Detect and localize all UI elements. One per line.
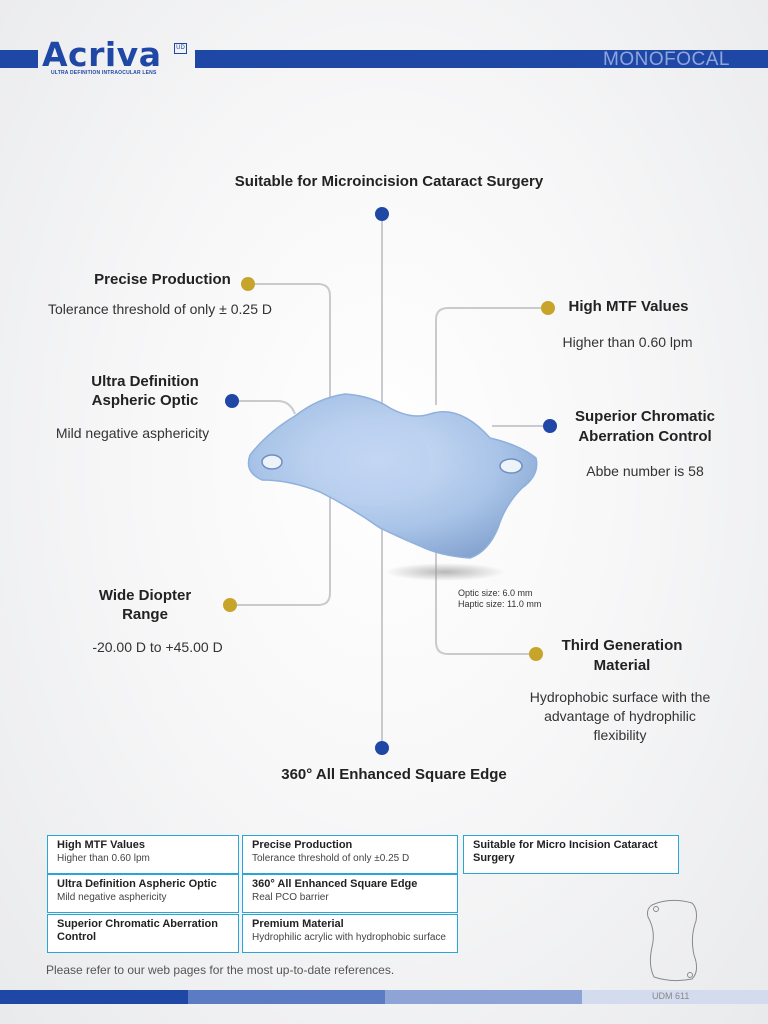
feature-material-title-line1: Third Generation bbox=[561, 637, 683, 654]
summary-box-title: Premium Material bbox=[252, 918, 344, 930]
feature-mtf-title: High MTF Values bbox=[568, 298, 689, 315]
diopter-connector bbox=[230, 480, 331, 606]
header-bar-left bbox=[0, 50, 38, 68]
material-dot bbox=[529, 647, 543, 661]
summary-box-desc: Tolerance threshold of only ±0.25 D bbox=[252, 853, 410, 864]
footnote: Please refer to our web pages for the mo… bbox=[46, 963, 395, 977]
material-connector bbox=[435, 545, 536, 655]
summary-box-desc: Hydrophilic acrylic with hydrophobic sur… bbox=[252, 932, 446, 943]
summary-box-precise: Precise Production Tolerance threshold o… bbox=[242, 835, 458, 874]
top-dot bbox=[375, 207, 389, 221]
diopter-dot bbox=[223, 598, 237, 612]
feature-microincision-title: Suitable for Microincision Cataract Surg… bbox=[234, 173, 544, 190]
feature-diopter-desc: -20.00 D to +45.00 D bbox=[92, 639, 223, 655]
summary-box-edge: 360° All Enhanced Square Edge Real PCO b… bbox=[242, 874, 458, 913]
feature-material-desc-line2: advantage of hydrophilic bbox=[544, 708, 696, 724]
footer-bar-2 bbox=[188, 990, 385, 1004]
summary-box-mtf: High MTF Values Higher than 0.60 lpm bbox=[47, 835, 239, 874]
aspheric-connector bbox=[232, 400, 296, 415]
summary-box-desc: Real PCO barrier bbox=[252, 892, 329, 903]
feature-diopter-title-line2: Range bbox=[122, 606, 168, 623]
brand-tagline: ULTRA DEFINITION INTRAOCULAR LENS bbox=[51, 70, 157, 76]
summary-box-title: Superior Chromatic Aberration bbox=[57, 918, 218, 930]
feature-chromatic-title-line1: Superior Chromatic bbox=[574, 408, 716, 425]
haptic-size-note: Haptic size: 11.0 mm bbox=[458, 599, 542, 609]
summary-box-title: Suitable for Micro Incision Cataract bbox=[473, 839, 658, 851]
header-bar-right bbox=[195, 50, 768, 68]
summary-box-title-cont: Control bbox=[57, 931, 97, 943]
precise-connector bbox=[248, 283, 331, 400]
connector-lines bbox=[230, 214, 550, 748]
feature-material-desc-line1: Hydrophobic surface with the bbox=[529, 689, 711, 705]
lens-optic bbox=[314, 418, 430, 506]
feature-mtf-desc: Higher than 0.60 lpm bbox=[562, 334, 693, 350]
summary-box-title: Precise Production bbox=[252, 839, 353, 851]
feature-precise-desc: Tolerance threshold of only ± 0.25 D bbox=[47, 301, 273, 317]
summary-box-title-cont: Surgery bbox=[473, 852, 515, 864]
summary-box-aspheric: Ultra Definition Aspheric Optic Mild neg… bbox=[47, 874, 239, 913]
summary-box-material: Premium Material Hydrophilic acrylic wit… bbox=[242, 914, 458, 953]
mtf-dot bbox=[541, 301, 555, 315]
lens-shadow bbox=[385, 563, 505, 581]
mtf-connector bbox=[435, 307, 548, 405]
feature-diopter-title-line1: Wide Diopter bbox=[98, 587, 192, 604]
footer-bar-4 bbox=[582, 990, 768, 1004]
lens-outline-icon bbox=[647, 899, 698, 982]
haptic-hole-left bbox=[261, 454, 283, 470]
footer-bar-3 bbox=[385, 990, 582, 1004]
brand-logo: Acriva bbox=[42, 35, 162, 74]
feature-material-title-line2: Material bbox=[593, 657, 651, 674]
feature-aspheric-title-line1: Ultra Definition bbox=[91, 373, 199, 390]
feature-aspheric-title-line2: Aspheric Optic bbox=[91, 392, 199, 409]
summary-box-title: High MTF Values bbox=[57, 839, 146, 851]
document-code: UDM 611 bbox=[652, 991, 690, 1001]
precise-dot bbox=[241, 277, 255, 291]
feature-edge-title: 360° All Enhanced Square Edge bbox=[281, 766, 507, 783]
summary-box-title: 360° All Enhanced Square Edge bbox=[252, 878, 418, 890]
summary-box-microincision: Suitable for Micro Incision Cataract Sur… bbox=[463, 835, 679, 874]
chromatic-dot bbox=[543, 419, 557, 433]
footer-bar-1 bbox=[0, 990, 188, 1004]
category-label: MONOFOCAL bbox=[603, 49, 730, 70]
haptic-hole-right bbox=[499, 458, 523, 474]
optic-size-note: Optic size: 6.0 mm bbox=[458, 588, 533, 598]
aspheric-dot bbox=[225, 394, 239, 408]
feature-precise-title: Precise Production bbox=[94, 271, 231, 288]
summary-box-title: Ultra Definition Aspheric Optic bbox=[57, 878, 217, 890]
summary-box-desc: Mild negative asphericity bbox=[57, 892, 167, 903]
brand-mark: UD bbox=[174, 43, 187, 54]
feature-chromatic-title-line2: Aberration Control bbox=[578, 428, 712, 445]
summary-box-chromatic: Superior Chromatic Aberration Control bbox=[47, 914, 239, 953]
feature-chromatic-desc: Abbe number is 58 bbox=[586, 463, 704, 479]
bottom-dot bbox=[375, 741, 389, 755]
feature-material-desc-line3: flexibility bbox=[593, 727, 647, 743]
summary-box-desc: Higher than 0.60 lpm bbox=[57, 853, 150, 864]
feature-aspheric-desc: Mild negative asphericity bbox=[55, 425, 210, 441]
